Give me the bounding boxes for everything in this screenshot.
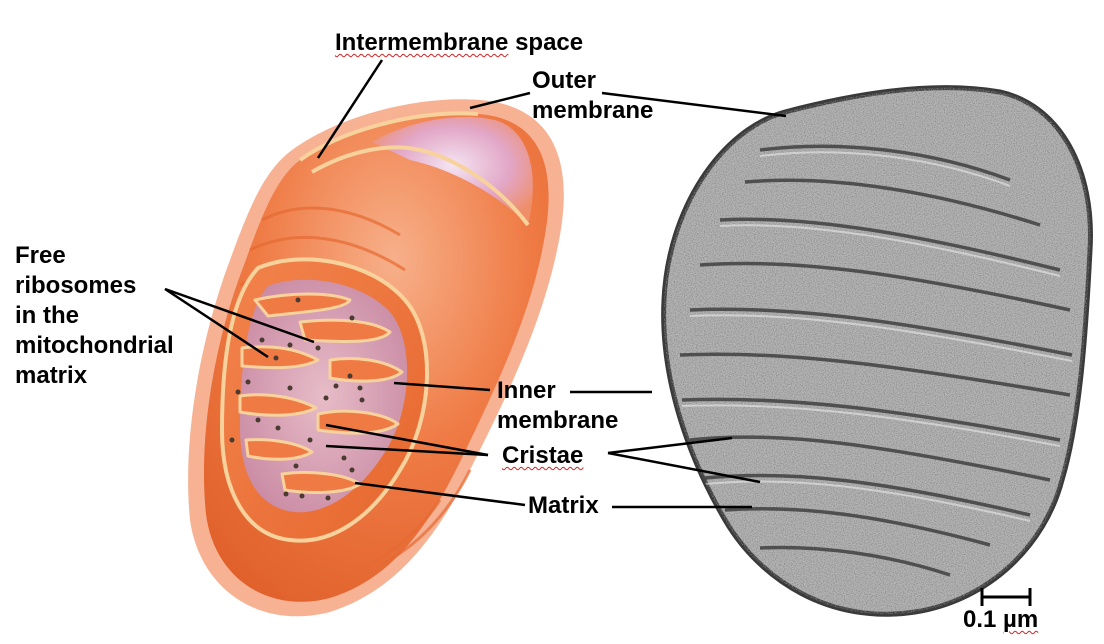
leader-ribosome-1 [164,287,269,359]
leader-inner-left [393,381,491,392]
label-free-line3: in the [15,302,79,329]
leader-outer-right [601,91,787,118]
leader-outer-left [469,91,531,110]
label-inner-membrane: Inner membrane [497,376,618,436]
label-outer-membrane: Outer membrane [532,66,653,126]
label-matrix: Matrix [528,492,599,519]
intermembrane-cap [372,116,533,225]
label-free-line2: ribosomes [15,272,137,299]
leader-matrix-left [354,481,526,507]
leader-ribosome-2 [164,287,315,344]
micrograph-cristae [679,144,1073,577]
scale-bar [980,588,1032,606]
label-space-word: space [515,29,584,56]
leader-intermembrane [316,59,384,159]
label-scale-number: 0.1 [963,606,997,633]
inner-membrane-edge-top [310,145,530,227]
leader-cristae-2 [325,444,489,457]
label-intermembrane-word: Intermembrane [335,29,509,56]
label-outer-line1: Outer [532,67,597,94]
label-inner-line1: Inner [497,377,556,404]
label-free-line1: Free [15,242,66,269]
leader-cristae-1 [325,423,489,457]
label-cristae: Cristae [502,442,584,469]
label-free-line4: mitochondrial [15,332,174,359]
outer-membrane-edge [298,111,479,162]
electron-micrograph [661,85,1093,617]
leader-cristae-4 [607,451,761,484]
label-inner-line2: membrane [497,407,619,434]
label-scale-unit: µm [1003,606,1039,633]
ribosomes [229,297,365,501]
label-intermembrane-space: Intermembrane space [335,28,583,58]
label-outer-line2: membrane [532,97,654,124]
mitochondrion-illustration [188,99,564,617]
label-scale: 0.1 µm [963,605,1038,635]
leader-cristae-3 [607,436,733,455]
label-free-line5: matrix [15,362,88,389]
leader-lines [164,59,787,509]
label-free-ribosomes: Free ribosomes in the mitochondrial matr… [15,241,174,391]
